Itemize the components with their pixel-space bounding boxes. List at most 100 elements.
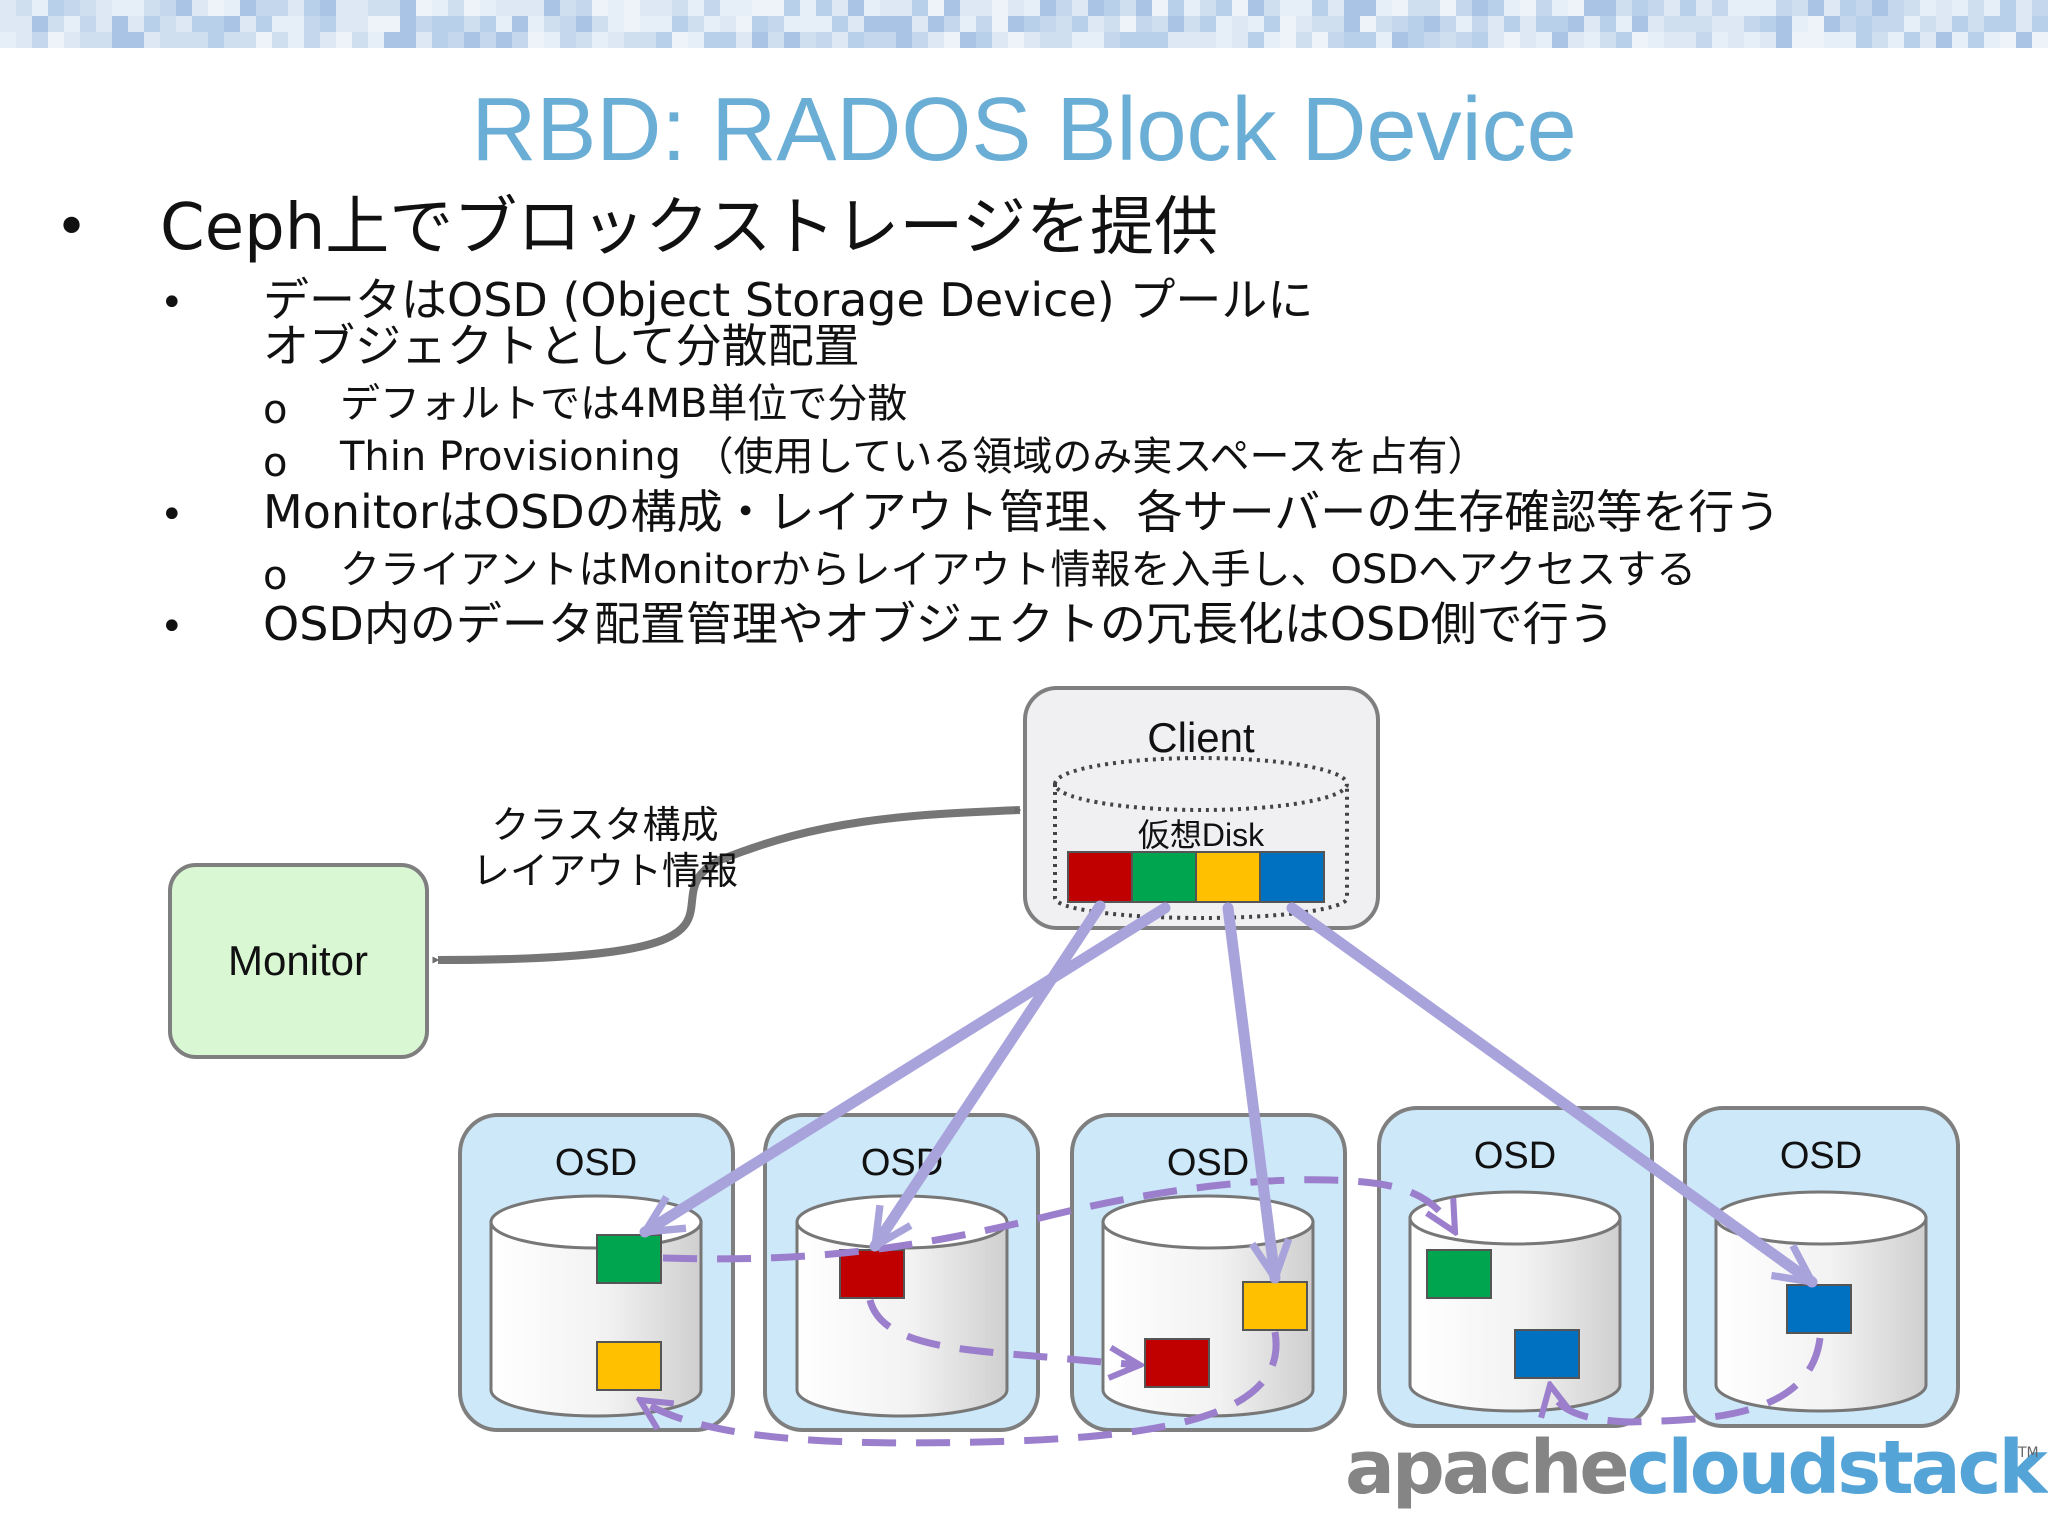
- band-tile: [1024, 32, 1040, 48]
- band-tile: [288, 0, 304, 16]
- band-tile: [1360, 32, 1376, 48]
- band-tile: [1792, 0, 1808, 16]
- band-tile: [1040, 0, 1056, 16]
- band-tile: [224, 0, 240, 16]
- band-tile: [208, 0, 224, 16]
- band-tile: [480, 0, 496, 16]
- monitor-box: [168, 863, 429, 1059]
- band-tile: [336, 0, 352, 16]
- band-tile: [1488, 0, 1504, 16]
- band-tile: [592, 32, 608, 48]
- band-tile: [1056, 0, 1072, 16]
- band-tile: [2016, 0, 2032, 16]
- band-tile: [1456, 0, 1472, 16]
- bullet-circle: o: [263, 440, 288, 486]
- band-tile: [1552, 0, 1568, 16]
- band-tile: [752, 16, 768, 32]
- band-tile: [112, 16, 128, 32]
- band-tile: [416, 16, 432, 32]
- band-tile: [1216, 0, 1232, 16]
- band-tile: [560, 32, 576, 48]
- band-tile: [912, 0, 928, 16]
- band-tile: [1664, 32, 1680, 48]
- band-tile: [1920, 32, 1936, 48]
- band-tile: [1392, 0, 1408, 16]
- band-tile: [1104, 16, 1120, 32]
- band-tile: [32, 32, 48, 48]
- object-green: [596, 1234, 662, 1284]
- band-tile: [688, 32, 704, 48]
- osd-node-5: OSD: [1683, 1106, 1960, 1428]
- object-red: [1144, 1338, 1210, 1388]
- band-tile: [1248, 32, 1264, 48]
- band-tile: [352, 32, 368, 48]
- band-tile: [1392, 16, 1408, 32]
- disk-block-red: [1067, 851, 1133, 903]
- band-tile: [144, 16, 160, 32]
- disk-block-blue: [1259, 851, 1325, 903]
- band-tile: [1136, 16, 1152, 32]
- replication-arrow-red: [866, 1298, 1140, 1365]
- band-tile: [288, 32, 304, 48]
- monitor-label: Monitor: [228, 937, 368, 984]
- band-tile: [1968, 32, 1984, 48]
- band-tile: [2032, 0, 2048, 16]
- band-tile: [1856, 16, 1872, 32]
- band-tile: [1696, 16, 1712, 32]
- band-tile: [1440, 16, 1456, 32]
- band-tile: [96, 32, 112, 48]
- band-tile: [880, 16, 896, 32]
- band-tile: [528, 32, 544, 48]
- band-tile: [1328, 32, 1344, 48]
- band-tile: [1840, 0, 1856, 16]
- band-tile: [144, 0, 160, 16]
- band-tile: [1376, 0, 1392, 16]
- band-tile: [1744, 0, 1760, 16]
- band-tile: [1040, 16, 1056, 32]
- band-tile: [1264, 0, 1280, 16]
- band-tile: [1200, 16, 1216, 32]
- band-tile: [1248, 16, 1264, 32]
- osd-cylinder-top: [1408, 1190, 1622, 1246]
- band-tile: [928, 0, 944, 16]
- band-tile: [1936, 0, 1952, 16]
- band-tile: [592, 0, 608, 16]
- osd-cylinder: [1408, 1216, 1622, 1413]
- band-tile: [752, 0, 768, 16]
- band-tile: [832, 32, 848, 48]
- band-tile: [1152, 0, 1168, 16]
- band-tile: [1312, 16, 1328, 32]
- band-tile: [160, 16, 176, 32]
- band-tile: [832, 16, 848, 32]
- band-tile: [256, 16, 272, 32]
- band-tile: [1504, 16, 1520, 32]
- band-tile: [1360, 0, 1376, 16]
- band-tile: [1328, 0, 1344, 16]
- band-tile: [608, 16, 624, 32]
- band-tile: [1168, 32, 1184, 48]
- band-tile: [496, 32, 512, 48]
- band-tile: [2016, 16, 2032, 32]
- band-tile: [1168, 16, 1184, 32]
- band-tile: [2000, 32, 2016, 48]
- band-tile: [1312, 32, 1328, 48]
- band-tile: [1008, 32, 1024, 48]
- band-tile: [1200, 32, 1216, 48]
- band-tile: [384, 32, 400, 48]
- band-tile: [1008, 16, 1024, 32]
- band-tile: [1088, 0, 1104, 16]
- band-tile: [16, 32, 32, 48]
- bullet-level3: デフォルトでは4MB単位で分散: [340, 381, 908, 427]
- bullet-dot: •: [55, 195, 89, 260]
- band-tile: [1600, 32, 1616, 48]
- band-tile: [528, 16, 544, 32]
- band-tile: [896, 0, 912, 16]
- band-tile: [352, 16, 368, 32]
- band-tile: [1488, 32, 1504, 48]
- band-tile: [992, 0, 1008, 16]
- band-tile: [1184, 32, 1200, 48]
- band-tile: [256, 0, 272, 16]
- band-tile: [1680, 32, 1696, 48]
- band-tile: [0, 0, 16, 16]
